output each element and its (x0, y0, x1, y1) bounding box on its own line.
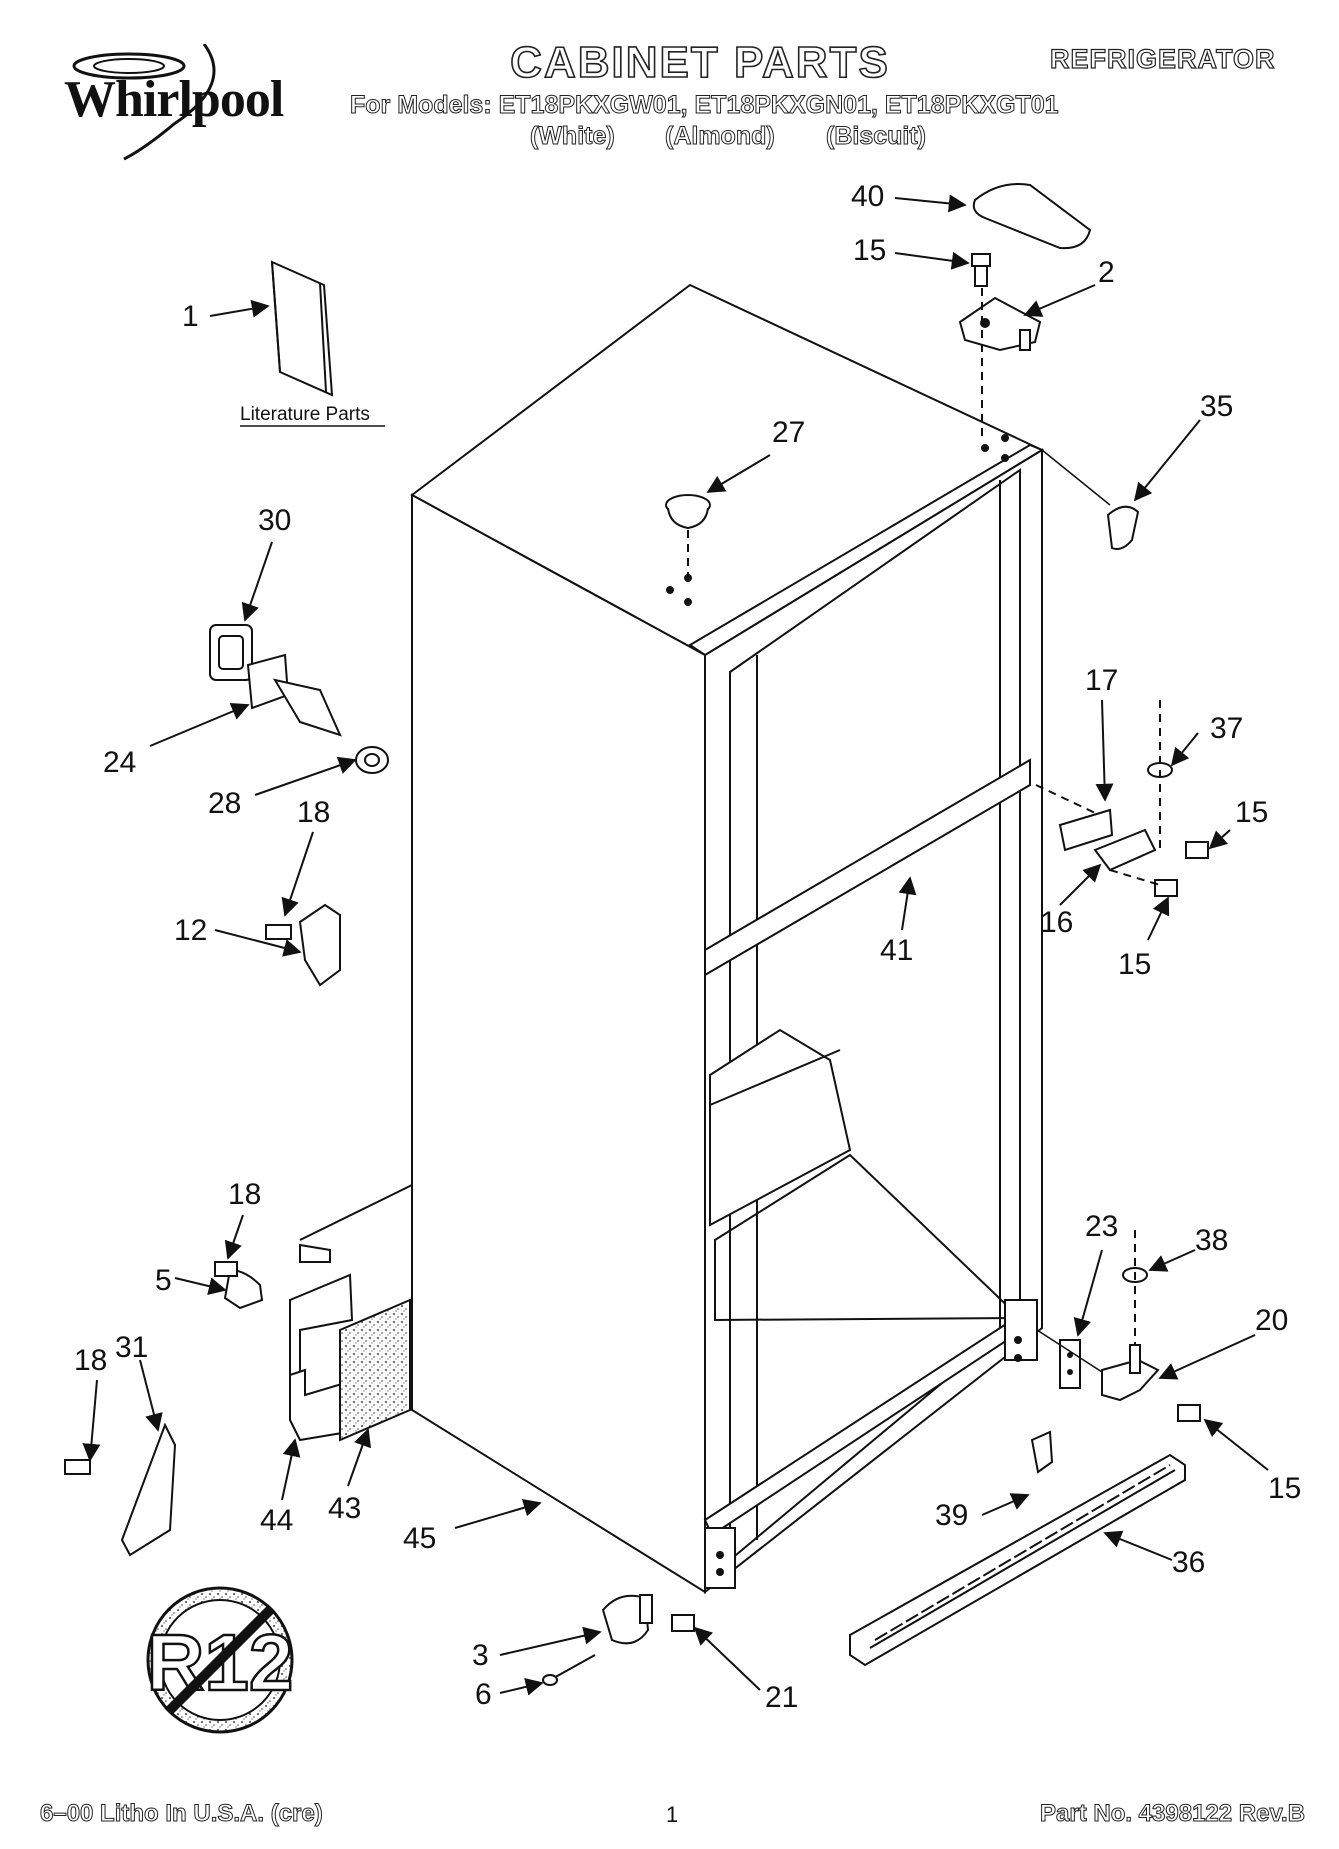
brand-wordmark: Whirlpool (64, 71, 284, 128)
print-info: 6–00 Litho In U.S.A. (cre) (40, 1800, 324, 1828)
callout-15-mid-right: 15 (1235, 796, 1268, 829)
literature-parts-label: Literature Parts (240, 404, 370, 425)
leader-lines (82, 194, 1269, 1696)
product-type: REFRIGERATOR (1049, 43, 1276, 74)
callout-17: 17 (1085, 664, 1118, 697)
leveling-leg (542, 1594, 695, 1686)
callout-39: 39 (935, 1499, 968, 1532)
callout-1: 1 (182, 300, 199, 333)
door-closer (265, 903, 341, 987)
callout-15-top: 15 (853, 234, 886, 267)
callout-6: 6 (475, 1678, 492, 1711)
toe-grille (849, 1453, 1186, 1667)
callout-37: 37 (1210, 712, 1243, 745)
swirl-logo-icon (72, 44, 216, 161)
callout-18-lower: 18 (74, 1344, 107, 1377)
callout-28: 28 (208, 787, 241, 820)
color-almond: (Almond) (665, 122, 776, 151)
callout-27: 27 (772, 416, 805, 449)
callout-numbers: 1 40 15 2 35 27 30 24 28 18 12 17 37 15 … (74, 180, 1301, 1714)
top-hinge (958, 296, 1042, 352)
callout-40: 40 (851, 180, 884, 213)
bottom-hinge (1036, 1230, 1201, 1422)
callout-36: 36 (1172, 1546, 1205, 1579)
callout-16: 16 (1040, 906, 1073, 939)
no-r12-symbol: R12 (145, 1586, 295, 1734)
door-stop-assembly (209, 624, 389, 774)
callout-41: 41 (880, 934, 913, 967)
refrigerator-cabinet (410, 283, 1045, 1595)
callout-12: 12 (174, 914, 207, 947)
callout-23: 23 (1085, 1210, 1118, 1243)
color-white: (White) (530, 122, 616, 151)
callout-45: 45 (403, 1522, 436, 1555)
center-hinge (1058, 700, 1209, 897)
callout-38: 38 (1195, 1224, 1228, 1257)
callout-24: 24 (103, 746, 136, 779)
screw-top (971, 253, 991, 287)
page-number: 1 (666, 1802, 679, 1827)
callout-18-upper: 18 (297, 796, 330, 829)
callout-30: 30 (258, 504, 291, 537)
hinge-cover (972, 183, 1092, 250)
whirlpool-logo: Whirlpool (34, 44, 284, 164)
callout-44: 44 (260, 1504, 293, 1537)
bottom-left-brackets (64, 1184, 413, 1557)
callout-5: 5 (155, 1264, 172, 1297)
callout-15-mid: 15 (1118, 948, 1151, 981)
plug-button (665, 494, 711, 530)
callout-18-mid: 18 (228, 1178, 261, 1211)
callout-3: 3 (472, 1639, 489, 1672)
callout-2: 2 (1098, 256, 1115, 289)
part-number: Part No. 4398122 Rev.B (1039, 1800, 1306, 1828)
callout-35: 35 (1200, 390, 1233, 423)
literature-parts: Literature Parts (240, 260, 385, 427)
grille-clip (1030, 1430, 1054, 1474)
page-title: CABINET PARTS (509, 37, 890, 88)
callout-31: 31 (115, 1331, 148, 1364)
callout-15-lower-right: 15 (1268, 1472, 1301, 1505)
callout-20: 20 (1255, 1304, 1288, 1337)
callout-21: 21 (765, 1681, 798, 1714)
hinge-cap (1106, 505, 1140, 550)
color-biscuit: (Biscuit) (826, 122, 927, 151)
models-line: For Models: ET18PKXGW01, ET18PKXGN01, ET… (350, 91, 1060, 120)
callout-43: 43 (328, 1492, 361, 1525)
